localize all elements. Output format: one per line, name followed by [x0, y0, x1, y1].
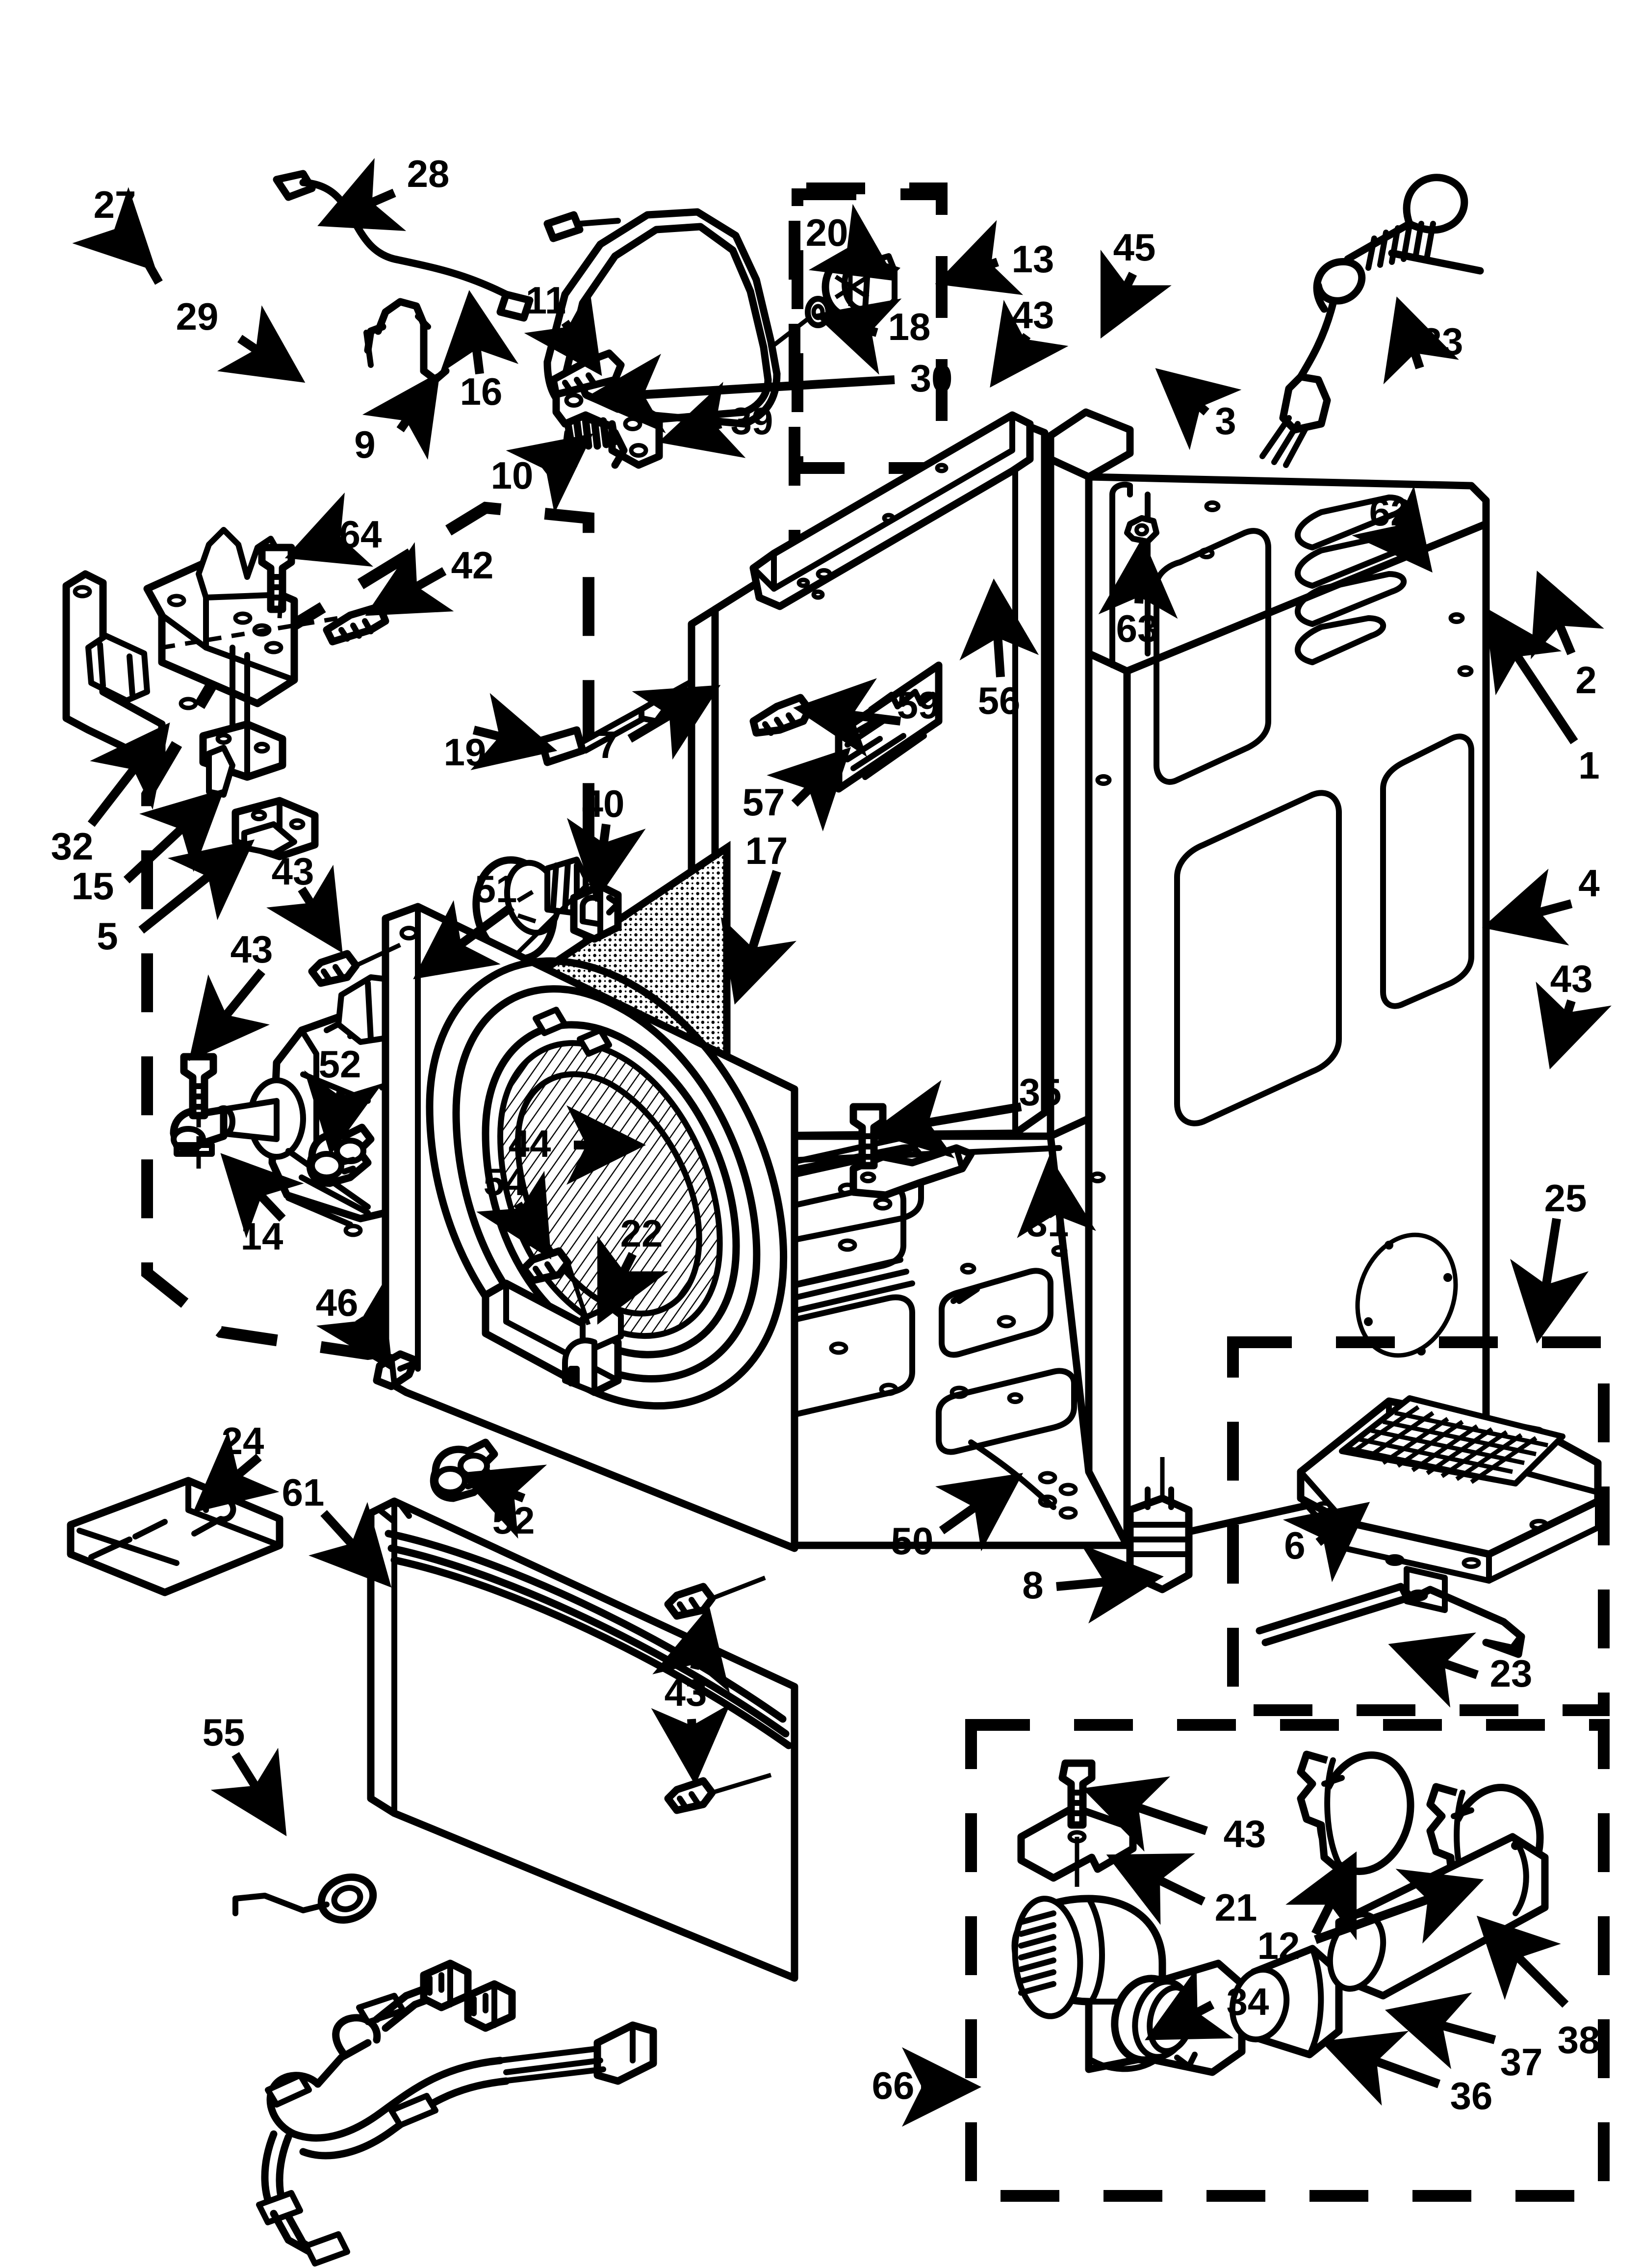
screw-43-clamp	[180, 1053, 217, 1177]
callout-43-b: 43	[271, 850, 314, 893]
callout-10: 10	[490, 454, 534, 497]
callout-40: 40	[582, 782, 625, 825]
callout-7: 7	[597, 723, 618, 766]
screw-43-panel-top	[664, 1575, 766, 1620]
callout-29: 29	[176, 295, 219, 338]
tension-spring	[561, 416, 628, 469]
callout-43-f: 43	[1223, 1812, 1266, 1855]
callout-22: 22	[620, 1212, 663, 1255]
callout-55: 55	[202, 1711, 245, 1754]
callout-9: 9	[354, 423, 376, 466]
cabinet-body	[1047, 408, 1490, 1549]
callout-24: 24	[221, 1419, 264, 1462]
callout-51: 51	[474, 867, 517, 911]
callout-17: 17	[745, 829, 788, 872]
callout-45: 45	[1113, 226, 1156, 269]
callout-50: 50	[891, 1519, 934, 1563]
callout-37: 37	[1500, 2040, 1543, 2084]
callout-64: 64	[339, 513, 382, 556]
vent-sleeve-37	[1229, 1945, 1343, 2059]
door-switch-a	[199, 720, 286, 798]
cabinet-louvers	[1295, 495, 1407, 665]
callout-38: 38	[1557, 2018, 1600, 2061]
callout-56: 56	[977, 679, 1021, 722]
callout-46: 46	[315, 1281, 359, 1324]
callout-15: 15	[71, 864, 114, 908]
callout-31: 31	[1026, 1201, 1069, 1245]
callout-52-a: 52	[318, 1043, 361, 1086]
callout-66: 66	[872, 2064, 915, 2107]
callout-16: 16	[460, 370, 503, 413]
door-switch-b	[231, 797, 319, 860]
callout-5: 5	[97, 914, 118, 958]
callout-59: 59	[897, 683, 940, 727]
callout-6: 6	[1284, 1524, 1306, 1567]
callout-12: 12	[1257, 1924, 1300, 1967]
clip-40	[570, 882, 622, 943]
callout-63: 63	[1116, 607, 1159, 650]
lint-screen-housing-6	[1297, 1395, 1602, 1613]
callout-2: 2	[1575, 658, 1597, 702]
bracket-31	[849, 1144, 975, 1199]
leader-lines	[72, 158, 1612, 2127]
callout-14: 14	[240, 1215, 283, 1258]
callout-11: 11	[525, 279, 566, 322]
grommet-52b	[430, 1438, 498, 1502]
callout-43-a: 43	[1011, 293, 1054, 337]
exhaust-kit-group-box	[965, 1719, 1610, 2202]
connector-plug	[543, 211, 621, 242]
callout-30: 30	[910, 357, 953, 400]
callout-18: 18	[888, 305, 931, 348]
callout-33: 33	[1420, 320, 1463, 363]
main-wire-harness-55	[232, 1873, 657, 2267]
lint-drawer-group-box	[1227, 1336, 1610, 1716]
callout-43-c: 43	[230, 928, 273, 971]
callout-32: 32	[51, 825, 94, 868]
motor-lead-wire	[273, 170, 534, 322]
callout-43-d: 43	[1550, 957, 1593, 1000]
front-bulkhead-51	[382, 903, 798, 1552]
callout-43-e: 43	[664, 1671, 707, 1714]
callout-36: 36	[1450, 2074, 1493, 2117]
callout-8: 8	[1022, 1564, 1044, 1607]
power-cord	[1259, 174, 1484, 468]
front-access-panel-61	[367, 1497, 798, 1982]
callout-25: 25	[1544, 1176, 1587, 1220]
speed-nut-63	[1124, 515, 1159, 545]
motor-clamp	[363, 298, 450, 384]
end-cap-left-12	[1297, 1750, 1414, 1875]
screen-grid	[1347, 1405, 1548, 1484]
callout-3: 3	[1215, 399, 1236, 443]
callout-19: 19	[443, 730, 487, 774]
callout-1: 1	[1578, 744, 1600, 787]
callout-28: 28	[407, 152, 450, 195]
screw-42	[323, 602, 389, 646]
callout-21: 21	[1214, 1886, 1257, 1929]
callout-20: 20	[805, 211, 848, 254]
callout-42: 42	[451, 544, 494, 587]
callout-4: 4	[1578, 861, 1600, 905]
leveling-wrench-23	[1256, 1583, 1525, 1658]
callout-62: 62	[1369, 491, 1412, 534]
callout-54: 54	[483, 1160, 526, 1203]
callout-34: 34	[1226, 1980, 1269, 2023]
callout-13: 13	[1011, 237, 1054, 281]
callout-52-b: 52	[492, 1499, 535, 1542]
callout-23: 23	[1489, 1652, 1533, 1695]
callout-57: 57	[742, 781, 785, 824]
callout-39: 39	[730, 399, 773, 443]
top-rail-56	[749, 411, 1034, 610]
screw-43-bulkhead	[308, 942, 401, 987]
screw-54	[520, 1247, 591, 1326]
callout-35: 35	[1019, 1070, 1062, 1114]
callout-27: 27	[93, 183, 136, 226]
callout-44: 44	[508, 1122, 551, 1165]
lint-filter-24	[67, 1477, 283, 1596]
callout-61: 61	[282, 1471, 325, 1514]
